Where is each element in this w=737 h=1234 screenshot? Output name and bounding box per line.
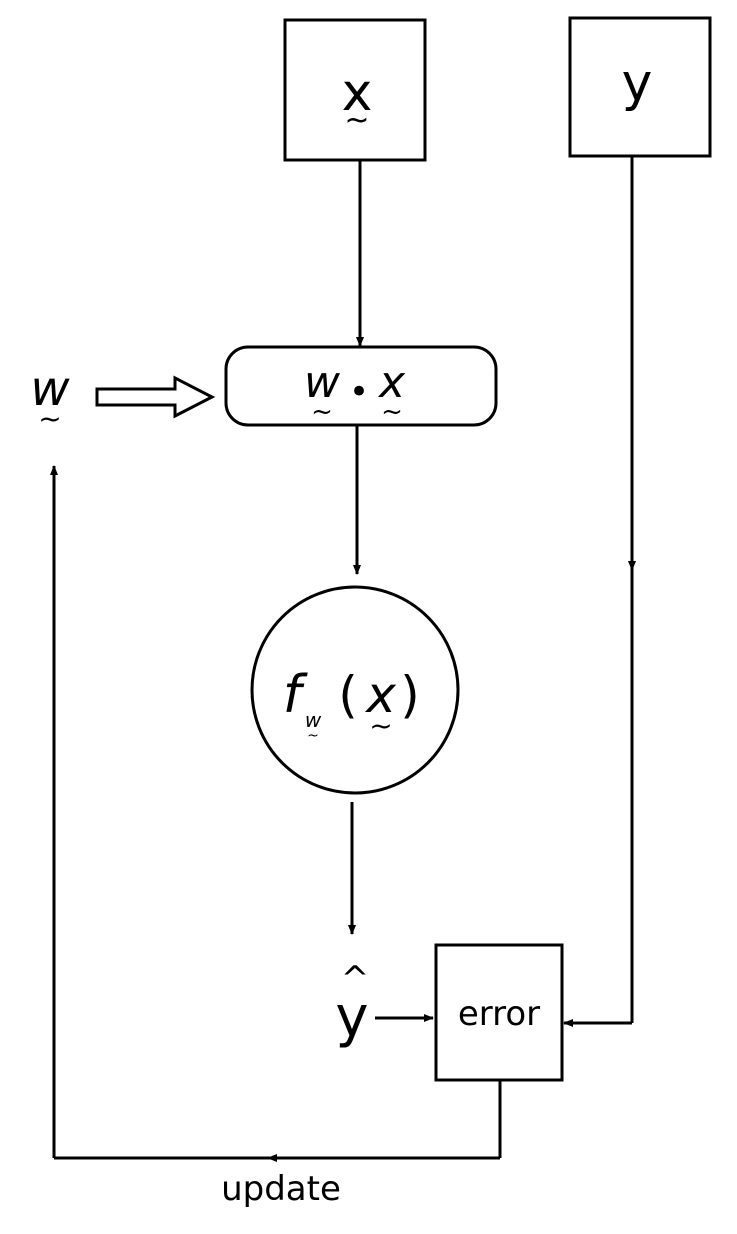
function-arg-label: x (364, 666, 396, 724)
function-subscript-label: w (305, 708, 322, 732)
weights-label: w (30, 361, 70, 417)
prediction-node: ^ y (335, 959, 369, 1050)
dot-product-w-label: w (304, 357, 341, 408)
error-node: error (434, 943, 564, 1082)
update-label: update (221, 1169, 341, 1209)
target-y-label: y (622, 53, 653, 113)
dot-product-x-vector-marker: ~ (381, 397, 403, 427)
function-close-paren: ) (400, 666, 420, 724)
target-y-box (568, 16, 712, 158)
update-feedback-path (50, 465, 502, 1162)
input-x-box (283, 18, 427, 162)
weights-node: w ~ (30, 361, 70, 435)
input-x-label: x (342, 63, 373, 123)
input-x-vector-marker: ~ (344, 103, 369, 138)
dot-product-box (224, 345, 498, 427)
dot-product-w-vector-marker: ~ (311, 397, 333, 427)
prediction-hat: ^ (341, 959, 370, 999)
hollow-arrow-weights-to-dot-product (95, 375, 216, 419)
function-arg-vector-marker: ~ (369, 709, 392, 742)
input-x-node: x ~ (283, 18, 427, 162)
function-subscript-vector-marker: ~ (307, 728, 319, 744)
error-label: error (458, 994, 540, 1034)
target-y-node: y (568, 16, 712, 158)
activation-function-circle (250, 585, 460, 795)
function-open-paren: ( (338, 666, 358, 724)
arrow-target-to-error (563, 156, 636, 1027)
dot-product-operator: • (349, 372, 369, 412)
activation-function-node: f w ~ ( x ~ ) (250, 585, 460, 795)
dot-product-x-label: x (377, 357, 406, 408)
dot-product-node: w ~ • x ~ (224, 345, 498, 427)
prediction-label: y (335, 985, 368, 1050)
weights-vector-marker: ~ (38, 402, 61, 435)
